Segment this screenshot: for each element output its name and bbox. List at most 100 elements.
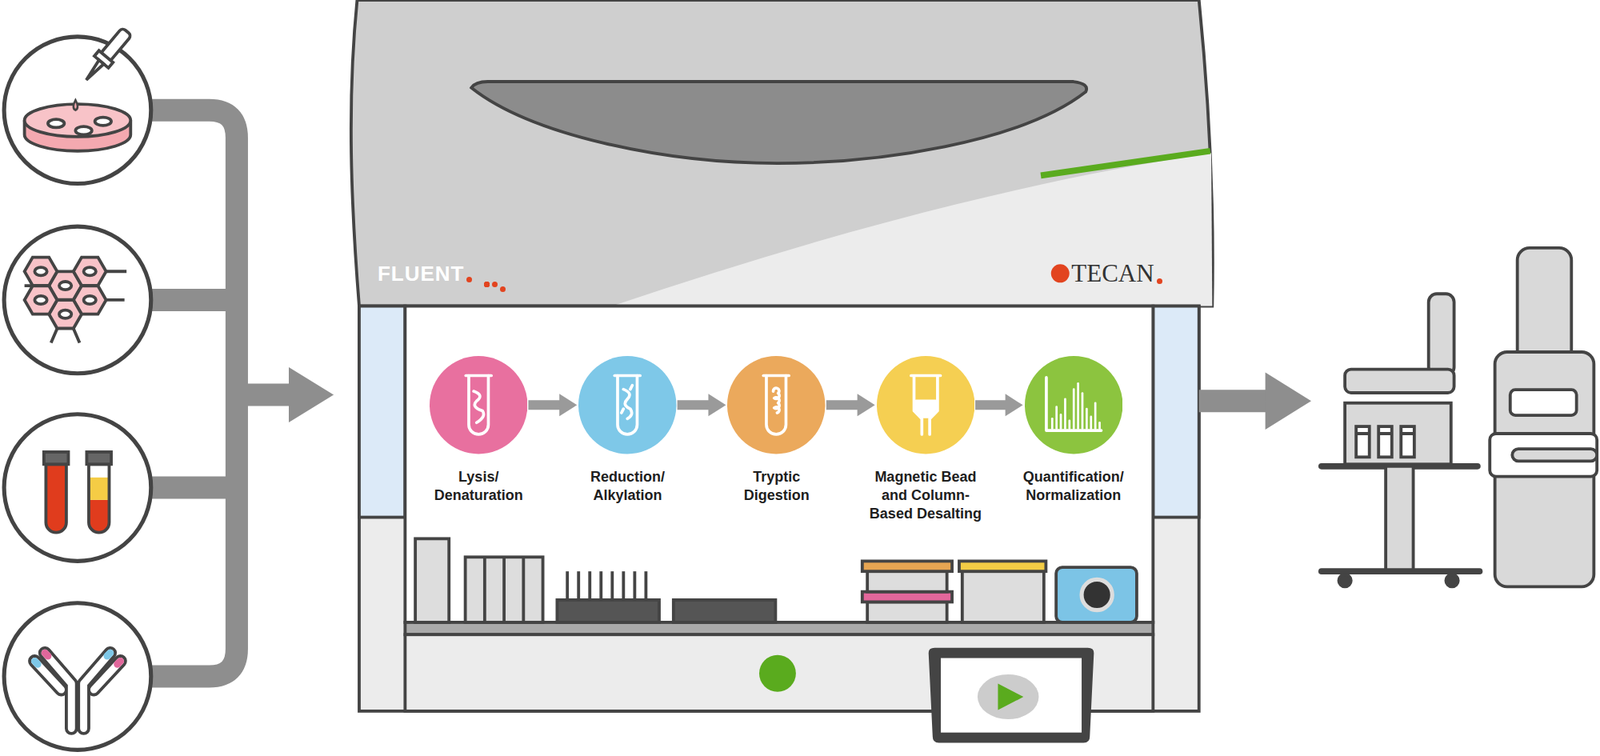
- petri-dish-icon-part: [48, 119, 64, 128]
- arrow-head: [559, 393, 577, 416]
- process-step: Tryptic Digestion: [727, 356, 825, 454]
- process-step: Lysis/ Denaturation: [429, 356, 528, 454]
- step-circle-part-part: [617, 376, 637, 435]
- deck-labware-part-part: [621, 571, 625, 600]
- cells-icon-part: [24, 285, 58, 314]
- touch-tablet-part: [928, 648, 1095, 744]
- flow-arrow: [677, 393, 727, 416]
- sample-circles-part: [4, 414, 152, 562]
- step-circle-part: [429, 356, 528, 454]
- arrow-head: [1005, 393, 1024, 416]
- lc-system-part: [1445, 574, 1458, 587]
- step-circle-part-part: [1051, 419, 1054, 429]
- step-circle-part: [578, 356, 676, 454]
- instrument-housing-part: [1152, 306, 1199, 518]
- instrument-housing: [351, 0, 1213, 712]
- step-circle-part-part: [1098, 422, 1101, 428]
- input-arrows-part: [151, 288, 237, 312]
- step-circle-part-part: [916, 400, 936, 417]
- antibody-icon-part: [34, 652, 120, 664]
- cells-icon-part: [59, 310, 72, 319]
- touch-tablet-part: [940, 658, 1082, 733]
- step-circle-part-part: [1059, 415, 1062, 429]
- deck-labware-part: [867, 601, 947, 623]
- instrument-housing-part: [351, 0, 1213, 307]
- step-circle-part-part: [473, 391, 484, 423]
- cells-icon-part: [84, 296, 96, 304]
- instrument-housing-part: [359, 306, 405, 518]
- arrow-head: [708, 393, 726, 416]
- blood-tubes-icon: [44, 452, 112, 533]
- output-arrowhead: [1265, 372, 1312, 429]
- step-label: Lysis/ Denaturation: [426, 468, 531, 506]
- instrument-housing-part: [612, 152, 1212, 306]
- step-circle-part: [764, 376, 790, 435]
- touch-tablet: [928, 648, 1095, 744]
- instrument-housing-part: [404, 622, 1153, 635]
- antibody-icon-part: [34, 652, 120, 728]
- step-circle-part-part: [1064, 399, 1067, 429]
- step-circle: [727, 356, 825, 454]
- arrow-shaft: [975, 400, 1008, 410]
- step-circle-part-part: [766, 376, 786, 435]
- step-circle-part-part: [1046, 377, 1102, 431]
- petri-dish-icon-part: [79, 25, 134, 86]
- step-circle-part-part: [1055, 407, 1058, 429]
- logo-dot: [484, 281, 490, 288]
- petri-dish-icon-part: [75, 126, 92, 135]
- deck-labware: [415, 538, 1137, 623]
- instrument-housing-part: [1051, 264, 1070, 283]
- logo-dot: [1156, 278, 1163, 284]
- step-circle-part: [727, 356, 825, 454]
- deck-labware-part: [962, 571, 1044, 623]
- logo-dot: [466, 276, 472, 283]
- blood-tubes-icon-part: [45, 464, 67, 532]
- antibody-icon-part-part: [93, 660, 120, 690]
- step-label: Reduction/ Alkylation: [575, 468, 680, 506]
- arrow-head: [857, 393, 876, 416]
- mass-spectrometer-part: [1489, 433, 1597, 477]
- cells-icon-part: [24, 257, 58, 286]
- step-circle-part-part: [1076, 383, 1080, 428]
- step-circle-part-part: [1068, 420, 1071, 429]
- step-circle-part-part: [764, 374, 790, 378]
- product-name: FLUENT: [377, 263, 465, 284]
- deck-labware-part: [484, 556, 524, 623]
- antibody-icon-part-part: [34, 660, 61, 690]
- lc-system: [1321, 293, 1480, 587]
- step-circle: [578, 356, 676, 454]
- instrument-housing-part: [471, 81, 1087, 164]
- deck-labware-part: [567, 571, 646, 600]
- input-arrows-part: [151, 110, 237, 677]
- step-circle: [429, 356, 528, 454]
- touch-tablet-part: [977, 674, 1040, 720]
- lc-system-part: [1344, 403, 1452, 465]
- antibody-icon-part-part: [34, 660, 38, 664]
- instrument-housing-part: [404, 306, 1153, 623]
- sample-circles: [4, 36, 152, 750]
- sample-circles-part: [4, 603, 152, 751]
- lc-system-part: [1385, 466, 1413, 572]
- logo-dot: [492, 281, 498, 288]
- deck-labware-part: [556, 600, 660, 623]
- input-arrows-part: [236, 384, 294, 407]
- instrument-housing-part: [759, 655, 796, 692]
- blood-tubes-icon-part: [88, 477, 110, 500]
- antibody-icon-part: [34, 652, 120, 728]
- sample-circles-part: [4, 36, 152, 184]
- step-circle-part: [1046, 377, 1102, 431]
- cells-icon-part: [84, 267, 96, 276]
- cells-icon-part: [34, 267, 47, 276]
- arrow-shaft: [528, 400, 561, 410]
- deck-labware-part-part: [599, 571, 603, 600]
- step-circle-part-part: [615, 374, 641, 378]
- lc-system-part: [1428, 293, 1455, 376]
- step-circle-part: [1024, 356, 1123, 454]
- step-circle-part-part: [1093, 403, 1096, 429]
- step-circle-part-part: [773, 388, 780, 413]
- flow-arrow: [826, 393, 876, 416]
- petri-dish-icon-part: [95, 117, 112, 126]
- step-circle-part: [876, 356, 975, 454]
- antibody-icon: [34, 652, 120, 728]
